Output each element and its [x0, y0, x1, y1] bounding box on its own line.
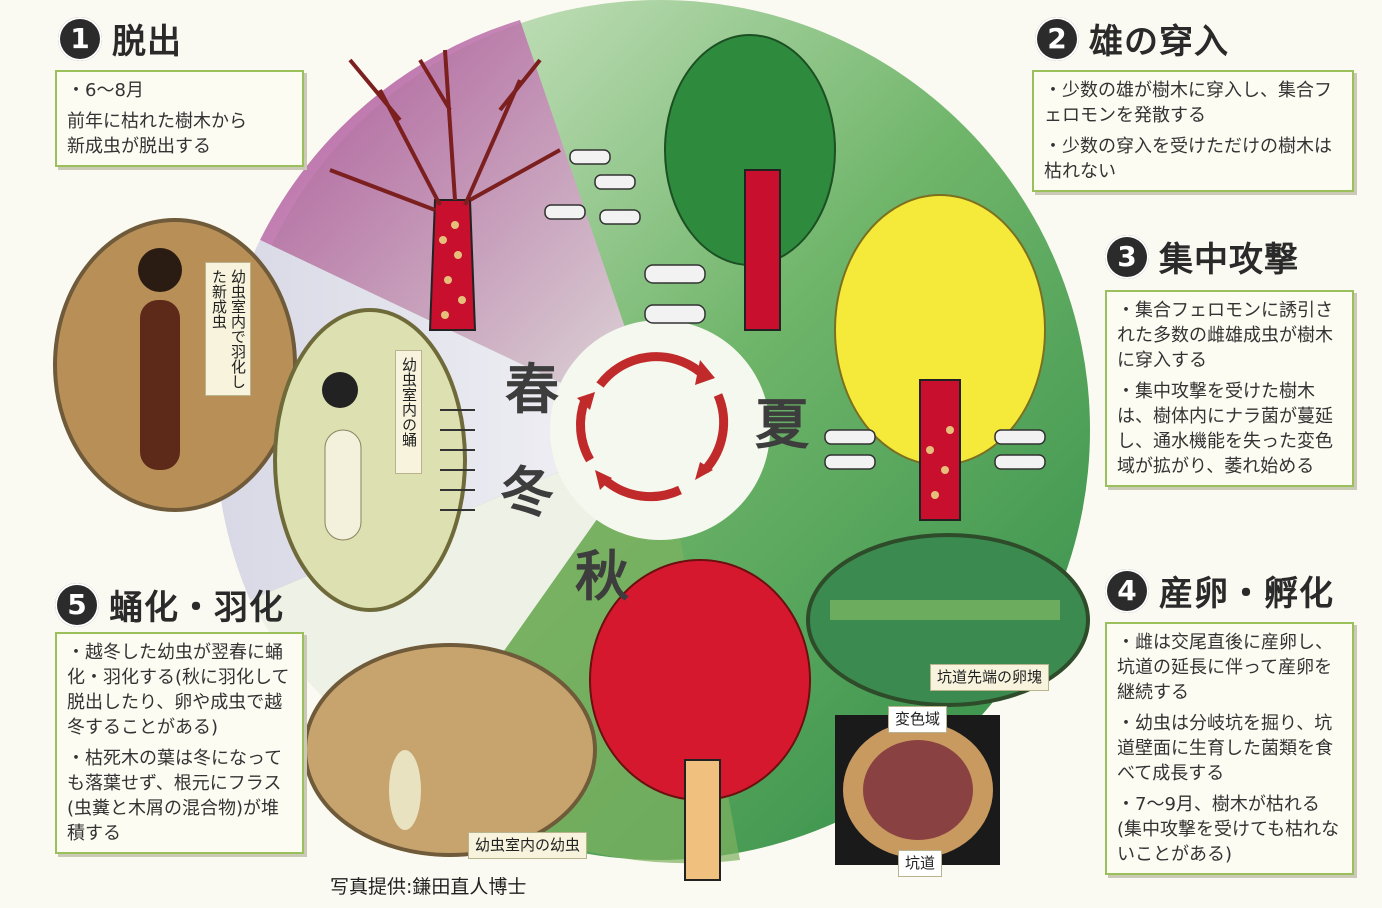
step-4-heading: 4 産卵・孵化 [1105, 566, 1334, 615]
caption-tunnel: 坑道 [898, 850, 943, 877]
step-4-bullet: ・7～9月、樹木が枯れる(集中攻撃を受けても枯れないことがある) [1117, 794, 1340, 865]
step-1-line: 新成虫が脱出する [67, 136, 211, 157]
green-tree-illustration [664, 34, 836, 331]
season-autumn: 秋 [575, 544, 629, 608]
step-title: 雄の穿入 [1089, 22, 1229, 62]
caption-egg-mass: 坑道先端の卵塊 [930, 664, 1050, 691]
step-2-bullet: ・少数の穿入を受けただけの樹木は枯れない [1044, 136, 1332, 182]
cycle-arrows-icon [576, 352, 729, 502]
ladder-lines [440, 409, 475, 511]
step-1-box: ・6～8月 前年に枯れた樹木から 新成虫が脱出する [55, 70, 304, 167]
step-title: 脱出 [112, 22, 182, 62]
step-number-badge: 3 [1105, 234, 1149, 279]
red-tree-illustration [589, 559, 811, 881]
step-title: 集中攻撃 [1159, 240, 1299, 280]
step-3-bullet: ・集合フェロモンに誘引された多数の雌雄成虫が樹木に穿入する [1117, 300, 1333, 371]
step-number-badge: 1 [58, 16, 102, 61]
photo-emerged-adult [53, 218, 297, 512]
step-1-line: 前年に枯れた樹木から [67, 111, 247, 132]
photo-pupa [273, 308, 467, 612]
step-title: 蛹化・羽化 [109, 588, 284, 628]
season-summer: 夏 [755, 392, 809, 456]
step-5-bullet: ・越冬した幼虫が翌春に蛹化・羽化する(秋に羽化して脱出したり、卵や成虫で越冬する… [67, 642, 290, 738]
step-3-heading: 3 集中攻撃 [1105, 232, 1299, 281]
season-winter: 冬 [500, 460, 554, 524]
caption-emerged-adult: 幼虫室内で羽化した新成虫 [205, 262, 251, 396]
beetle-icons [544, 149, 1046, 470]
step-1-line: ・6～8月 [67, 80, 144, 101]
step-4-bullet: ・幼虫は分岐坑を掘り、坑道壁面に生育した菌類を食べて成長する [1117, 713, 1333, 784]
step-2-box: ・少数の雄が樹木に穿入し、集合フェロモンを発散する ・少数の穿入を受けただけの樹… [1032, 70, 1354, 192]
photo-egg-mass [806, 533, 1090, 707]
caption-larva: 幼虫室内の幼虫 [468, 832, 588, 859]
yellow-tree-illustration [834, 194, 1046, 521]
step-5-box: ・越冬した幼虫が翌春に蛹化・羽化する(秋に羽化して脱出したり、卵や成虫で越冬する… [55, 632, 304, 854]
step-title: 産卵・孵化 [1159, 574, 1334, 614]
step-3-bullet: ・集中攻撃を受けた樹木は、樹体内にナラ菌が蔓延し、通水機能を失った変色域が拡がり… [1117, 381, 1333, 477]
step-2-heading: 2 雄の穿入 [1035, 14, 1229, 63]
photo-discoloration [835, 715, 1000, 865]
caption-discoloration: 変色域 [888, 706, 948, 733]
step-1-heading: 1 脱出 [58, 14, 182, 63]
step-number-badge: 5 [55, 582, 99, 627]
season-spring: 春 [505, 357, 559, 421]
step-4-box: ・雌は交尾直後に産卵し、坑道の延長に伴って産卵を継続する ・幼虫は分岐坑を掘り、… [1105, 622, 1354, 875]
caption-pupa: 幼虫室内の蛹 [395, 350, 422, 474]
step-5-heading: 5 蛹化・羽化 [55, 580, 284, 629]
step-2-bullet: ・少数の雄が樹木に穿入し、集合フェロモンを発散する [1044, 80, 1332, 126]
step-number-badge: 4 [1105, 568, 1149, 613]
photo-larva [303, 643, 597, 857]
dead-tree-illustration [329, 49, 561, 331]
step-4-bullet: ・雌は交尾直後に産卵し、坑道の延長に伴って産卵を継続する [1117, 632, 1333, 703]
step-number-badge: 2 [1035, 16, 1079, 61]
step-5-bullet: ・枯死木の葉は冬になっても落葉せず、根元にフラス(虫糞と木屑の混合物)が堆積する [67, 748, 283, 844]
photo-credit: 写真提供:鎌田直人博士 [330, 876, 527, 898]
step-3-box: ・集合フェロモンに誘引された多数の雌雄成虫が樹木に穿入する ・集中攻撃を受けた樹… [1105, 290, 1354, 487]
